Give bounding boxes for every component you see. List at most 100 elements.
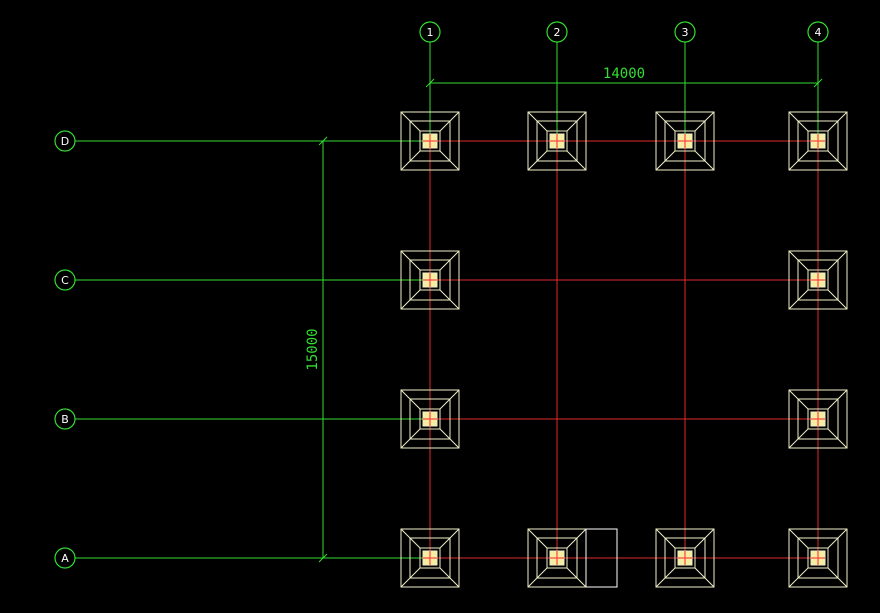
footing-step-2 (409, 120, 451, 162)
axis-bubble-label: 4 (815, 26, 822, 39)
footing-diagonal-1 (655, 528, 676, 549)
footing-diagonal-2 (694, 111, 715, 132)
footing-diagonal-4 (400, 428, 421, 449)
footing-pedestal (674, 547, 696, 569)
footing-step-1 (788, 111, 848, 171)
footing-diagonal-4 (788, 428, 809, 449)
footing-diagonal-1 (400, 250, 421, 271)
axis-bubble-circle (54, 547, 76, 569)
footing-diagonal-2 (566, 528, 587, 549)
axis-bubble-circle (54, 130, 76, 152)
footing-diagonal-1 (400, 528, 421, 549)
footing-diagonal-2 (694, 528, 715, 549)
footing-pedestal (807, 408, 829, 430)
footing-1B[interactable] (400, 389, 460, 449)
footing-diagonal-1 (400, 389, 421, 410)
footing-1D[interactable] (400, 111, 460, 171)
footing-diagonal-3 (439, 567, 460, 588)
footing-diagonal-1 (788, 528, 809, 549)
footing-pedestal (546, 130, 568, 152)
footing-diagonal-3 (439, 428, 460, 449)
axis-bubbles-layer: 1 2 3 4D C B A (54, 21, 829, 569)
footing-step-2 (664, 120, 706, 162)
footing-step-2 (409, 259, 451, 301)
footing-diagonal-3 (827, 428, 848, 449)
axis-bubble-D[interactable]: D (54, 130, 76, 152)
footing-diagonal-4 (788, 150, 809, 171)
horizontal-dimension-text: 14000 (603, 66, 645, 82)
footing-diagonal-2 (439, 389, 460, 410)
footing-diagonal-2 (827, 250, 848, 271)
axis-bubble-circle (674, 21, 696, 43)
footing-pedestal (807, 269, 829, 291)
footing-step-2 (536, 537, 578, 579)
axis-bubble-3[interactable]: 3 (674, 21, 696, 43)
footing-diagonal-3 (566, 567, 587, 588)
footing-step-2 (797, 259, 839, 301)
footing-1C[interactable] (400, 250, 460, 310)
footing-diagonal-3 (439, 150, 460, 171)
axis-bubble-1[interactable]: 1 (419, 21, 441, 43)
footing-diagonal-2 (439, 250, 460, 271)
footing-step-1 (655, 111, 715, 171)
footing-diagonal-4 (788, 567, 809, 588)
axis-bubble-label: 2 (554, 26, 561, 39)
axis-bubble-label: B (61, 413, 69, 426)
axis-bubble-A[interactable]: A (54, 547, 76, 569)
footing-diagonal-4 (400, 289, 421, 310)
footing-diagonal-3 (694, 567, 715, 588)
footing-diagonal-2 (827, 528, 848, 549)
axis-bubble-circle (54, 408, 76, 430)
footing-diagonal-2 (827, 389, 848, 410)
footing-diagonal-1 (527, 528, 548, 549)
beam-lines-layer (429, 140, 819, 559)
footing-1A[interactable] (400, 528, 460, 588)
selection-box[interactable] (585, 528, 618, 588)
footing-diagonal-3 (827, 567, 848, 588)
footing-step-1 (400, 528, 460, 588)
footing-step-2 (409, 537, 451, 579)
footing-diagonal-2 (827, 111, 848, 132)
dimension-tick (318, 136, 328, 146)
axis-bubble-4[interactable]: 4 (807, 21, 829, 43)
footing-4C[interactable] (788, 250, 848, 310)
footing-step-1 (400, 250, 460, 310)
footing-step-2 (536, 120, 578, 162)
footings-layer (400, 111, 848, 588)
footing-pedestal (419, 130, 441, 152)
axis-bubble-B[interactable]: B (54, 408, 76, 430)
footing-step-1 (655, 528, 715, 588)
footing-4D[interactable] (788, 111, 848, 171)
footing-step-1 (400, 389, 460, 449)
footing-pedestal (807, 547, 829, 569)
footing-3A[interactable] (655, 528, 715, 588)
footing-2A[interactable] (527, 528, 587, 588)
footing-diagonal-1 (400, 111, 421, 132)
axis-bubble-label: D (61, 135, 69, 148)
footing-step-2 (797, 398, 839, 440)
footing-diagonal-1 (788, 389, 809, 410)
footing-3D[interactable] (655, 111, 715, 171)
footing-step-1 (788, 250, 848, 310)
axis-bubble-2[interactable]: 2 (546, 21, 568, 43)
footing-diagonal-4 (527, 567, 548, 588)
axis-bubble-circle (54, 269, 76, 291)
footing-pedestal (807, 130, 829, 152)
footing-diagonal-4 (400, 567, 421, 588)
footing-4A[interactable] (788, 528, 848, 588)
footing-diagonal-4 (655, 567, 676, 588)
footing-2D[interactable] (527, 111, 587, 171)
footing-step-1 (788, 389, 848, 449)
footing-diagonal-3 (694, 150, 715, 171)
axis-bubble-circle (546, 21, 568, 43)
footing-diagonal-2 (439, 528, 460, 549)
footing-step-1 (400, 111, 460, 171)
axis-bubble-C[interactable]: C (54, 269, 76, 291)
footing-4B[interactable] (788, 389, 848, 449)
footing-diagonal-3 (827, 289, 848, 310)
footing-diagonal-1 (655, 111, 676, 132)
axis-lines-layer (75, 42, 819, 559)
